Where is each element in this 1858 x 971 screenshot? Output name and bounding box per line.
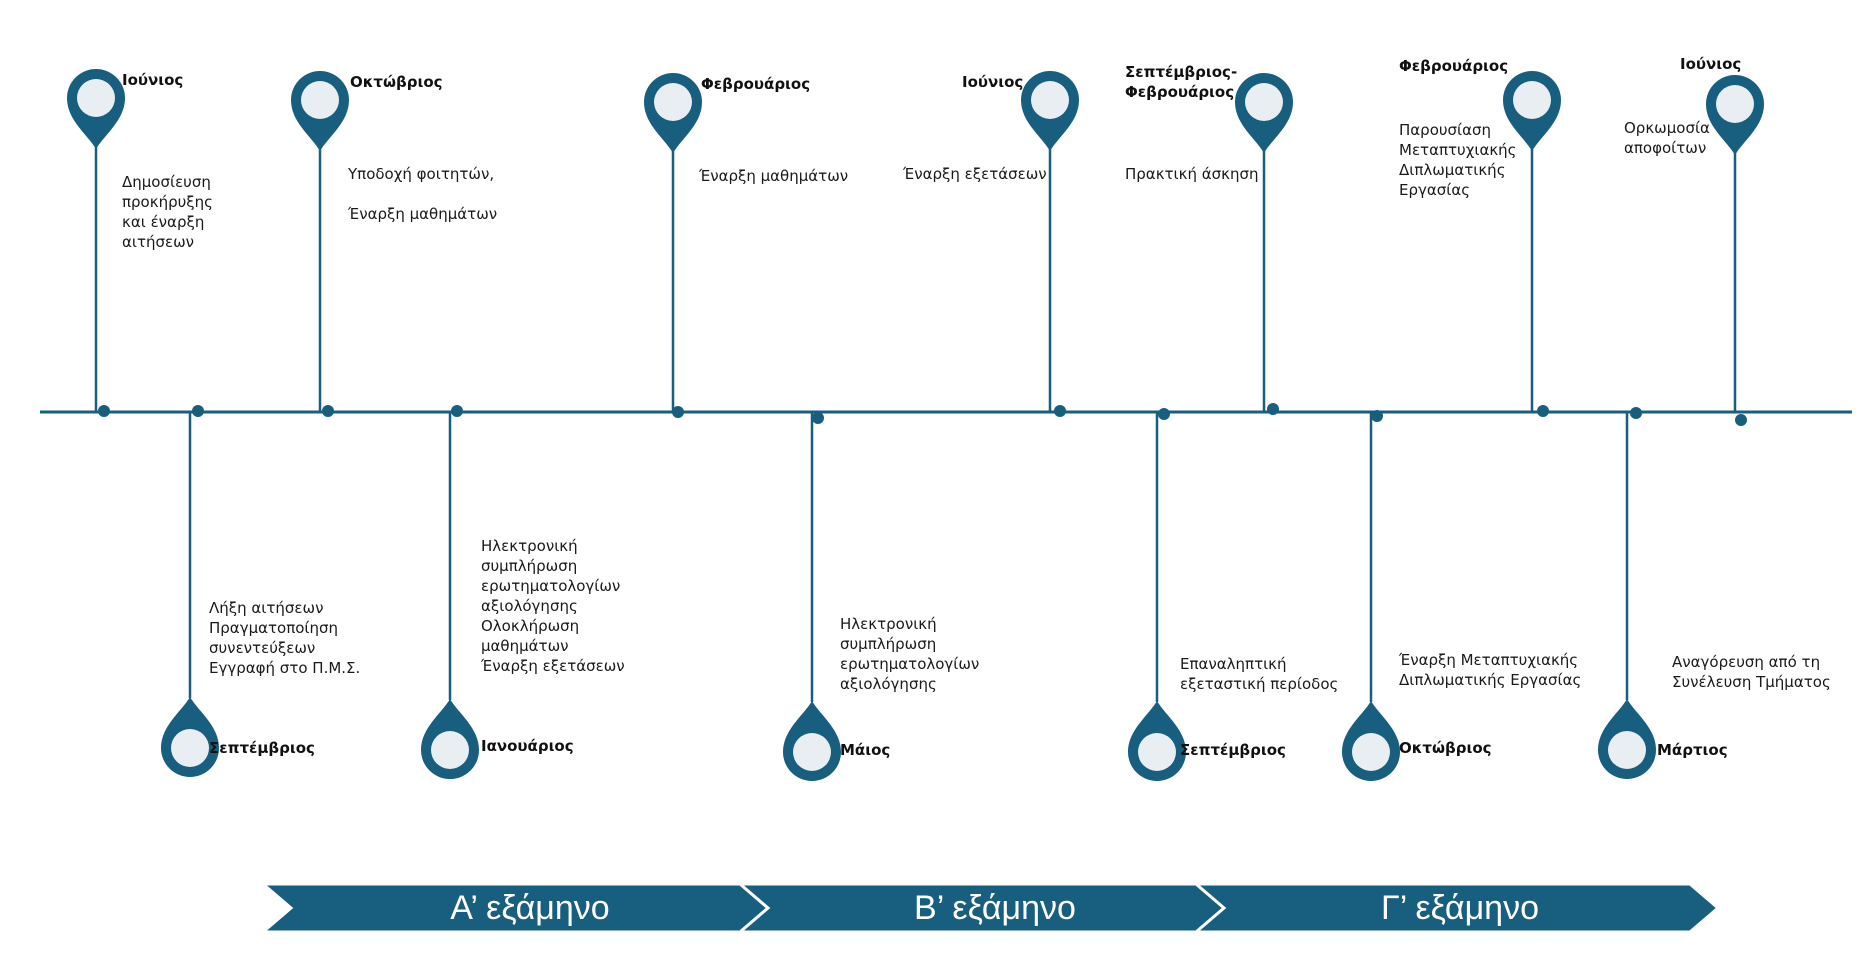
event-month: Ιούνιος (1680, 55, 1742, 73)
map-pin-icon (1128, 701, 1186, 781)
event-description-line: Πραγματοποίηση (209, 619, 339, 637)
event-description-line: Διπλωματικής (1399, 161, 1506, 179)
event-description-line: Εργασίας (1399, 181, 1471, 199)
event-description-line: Παρουσίαση (1399, 121, 1492, 139)
semester-label: Γ’ εξάμηνο (1381, 889, 1539, 927)
map-pin-icon (291, 71, 349, 151)
map-pin-icon (1021, 71, 1079, 151)
event-description-line: Συνέλευση Τμήματος (1672, 673, 1831, 691)
event-description-line: εξεταστική περίοδος (1180, 675, 1339, 693)
event-month: Σεπτέμβριος (209, 739, 315, 757)
event-description: Δημοσίευση προκήρυξης και έναρξη αιτήσεων (122, 172, 213, 252)
event-description-line: αξιολόγησης (481, 597, 578, 615)
event-description: Ορκωμοσία αποφοίτων (1624, 118, 1710, 158)
event-description-line: συνεντεύξεων (209, 639, 316, 657)
event-description-line: Έναρξη μαθημάτων (348, 205, 498, 223)
timeline-dot (1267, 403, 1279, 415)
event-description: Πρακτική άσκηση (1125, 164, 1259, 184)
event-description-line: αιτήσεων (122, 233, 195, 251)
event-month: Ιανουάριος (481, 737, 574, 755)
event-month: Ιούνιος (122, 71, 184, 89)
event-description: Έναρξη μαθημάτων (699, 166, 848, 186)
event-description: Επαναληπτική εξεταστική περίοδος (1180, 654, 1338, 694)
event-description-line: Επαναληπτική (1180, 655, 1287, 673)
event-description-line (348, 184, 497, 204)
map-pin-icon (421, 699, 479, 780)
timeline-dot (192, 405, 204, 417)
event-description-line: Διπλωματικής Εργασίας (1399, 671, 1582, 689)
timeline-dot (812, 412, 824, 424)
event-description-line: Έναρξη εξετάσεων (903, 165, 1047, 183)
timeline-dot (1537, 405, 1549, 417)
event-description: Ηλεκτρονική συμπλήρωση ερωτηματολογίων αξιο… (840, 614, 979, 694)
event-description-line: αξιολόγησης (840, 675, 937, 693)
event-month: Φεβρουάριος (1399, 57, 1509, 75)
event-month: Σεπτέμβριος- Φεβρουάριος (1125, 63, 1238, 101)
event-description-line: συμπλήρωση (840, 635, 937, 653)
timeline-dot (1371, 410, 1383, 422)
event-description-line: Ορκωμοσία (1624, 119, 1710, 137)
event-description-line: μαθημάτων (481, 637, 569, 655)
event-description-line: ερωτηματολογίων (840, 655, 980, 673)
semester-label: Α’ εξάμηνο (450, 889, 610, 927)
timeline-dot (451, 405, 463, 417)
event-description-line: Έναρξη Μεταπτυχιακής (1399, 651, 1579, 669)
event-description: Ηλεκτρονική συμπλήρωση ερωτηματολογίων αξιο… (481, 536, 625, 676)
timeline-dot (1158, 408, 1170, 420)
semester-chevron (1191, 882, 1721, 934)
event-month: Ιούνιος (962, 73, 1024, 91)
map-pin-icon (783, 701, 841, 781)
event-description-line: και έναρξη (122, 213, 205, 231)
event-description-line: Πρακτική άσκηση (1125, 165, 1259, 183)
event-description-line: Λήξη αιτήσεων (209, 599, 324, 617)
event-month: Μάιος (840, 741, 891, 759)
map-pin-icon (1598, 699, 1656, 779)
event-description: Αναγόρευση από τη Συνέλευση Τμήματος (1672, 652, 1831, 692)
map-pin-icon (644, 73, 702, 153)
event-description-line: Ηλεκτρονική (481, 537, 578, 555)
timeline-dot (672, 406, 684, 418)
event-description-line: Μεταπτυχιακής (1399, 141, 1517, 159)
event-description-line: αποφοίτων (1624, 139, 1707, 157)
map-pin-icon (1706, 75, 1764, 155)
event-description-line: Έναρξη μαθημάτων (699, 167, 849, 185)
map-pin-icon (1235, 73, 1293, 153)
event-description-line: ερωτηματολογίων (481, 577, 621, 595)
event-description-line: Ηλεκτρονική (840, 615, 937, 633)
map-pin-icon (1503, 71, 1561, 151)
event-month: Φεβρουάριος (701, 75, 811, 93)
event-description: Υποδοχή φοιτητών, Έναρξη μαθημάτων (348, 164, 497, 224)
event-description-line: Εγγραφή στο Π.Μ.Σ. (209, 659, 361, 677)
event-description-line: συμπλήρωση (481, 557, 578, 575)
event-month: Οκτώβριος (350, 73, 443, 91)
event-description-line: Ολοκλήρωση (481, 617, 580, 635)
event-month: Μάρτιος (1657, 741, 1728, 759)
event-description: Έναρξη εξετάσεων (903, 164, 1047, 184)
timeline-dot (322, 405, 334, 417)
timeline-dot (1054, 405, 1066, 417)
event-description-line: Αναγόρευση από τη (1672, 653, 1821, 671)
event-description-line: Υποδοχή φοιτητών, (348, 165, 495, 183)
event-description-line: Έναρξη εξετάσεων (481, 657, 625, 675)
timeline-dot (1630, 407, 1642, 419)
event-month: Οκτώβριος (1399, 739, 1492, 757)
event-description-line: προκήρυξης (122, 193, 213, 211)
timeline-dot (1735, 414, 1747, 426)
map-pin-icon (1342, 701, 1400, 781)
event-description-line: Δημοσίευση (122, 173, 211, 191)
timeline-dot (98, 405, 110, 417)
event-month: Σεπτέμβριος (1180, 741, 1286, 759)
map-pin-icon (66, 68, 125, 149)
map-pin-icon (161, 697, 219, 777)
semester-label: Β’ εξάμηνο (914, 889, 1076, 927)
